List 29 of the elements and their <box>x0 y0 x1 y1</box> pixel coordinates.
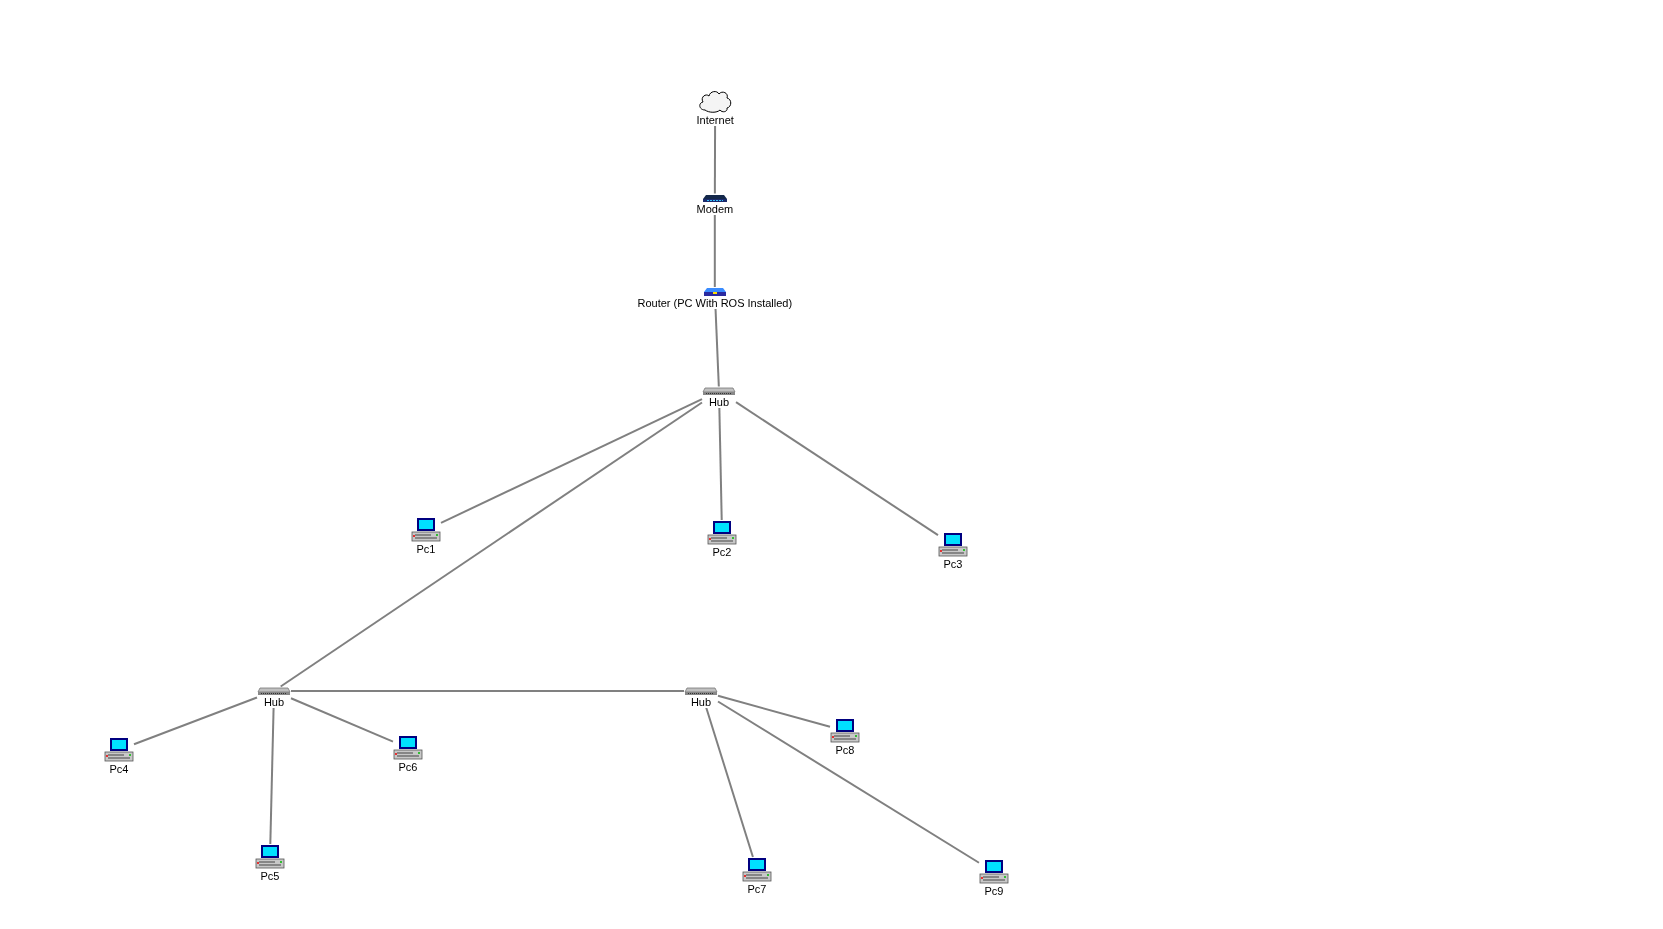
network-cable <box>705 706 754 858</box>
device-label: Pc4 <box>108 763 130 775</box>
device-label: Pc2 <box>711 546 733 558</box>
network-cable <box>269 706 275 845</box>
network-cable <box>290 690 685 692</box>
device-label: Pc8 <box>834 744 856 756</box>
network-cable <box>133 696 258 746</box>
network-cable <box>279 401 703 688</box>
network-cable <box>440 398 703 524</box>
device-label: Hub <box>262 695 286 708</box>
device-label: Internet <box>695 114 735 126</box>
device-label: Pc6 <box>397 761 419 773</box>
device-label: Hub <box>707 395 731 408</box>
device-label: Pc3 <box>942 558 964 570</box>
device-label: Pc9 <box>983 885 1005 897</box>
device-label: Hub <box>689 695 713 708</box>
network-cable <box>735 401 939 537</box>
network-cable <box>713 213 716 288</box>
device-label: Pc5 <box>259 870 281 882</box>
device-label: Pc1 <box>415 543 437 555</box>
device-label: Pc7 <box>746 883 768 895</box>
network-cable <box>717 694 831 728</box>
network-cable <box>713 125 717 195</box>
network-cable <box>718 406 723 521</box>
device-label: Router (PC With ROS Installed) <box>636 297 794 309</box>
network-cable <box>290 697 394 743</box>
network-cable <box>717 700 980 864</box>
device-label: Modem <box>695 202 735 215</box>
network-cable <box>714 308 720 388</box>
